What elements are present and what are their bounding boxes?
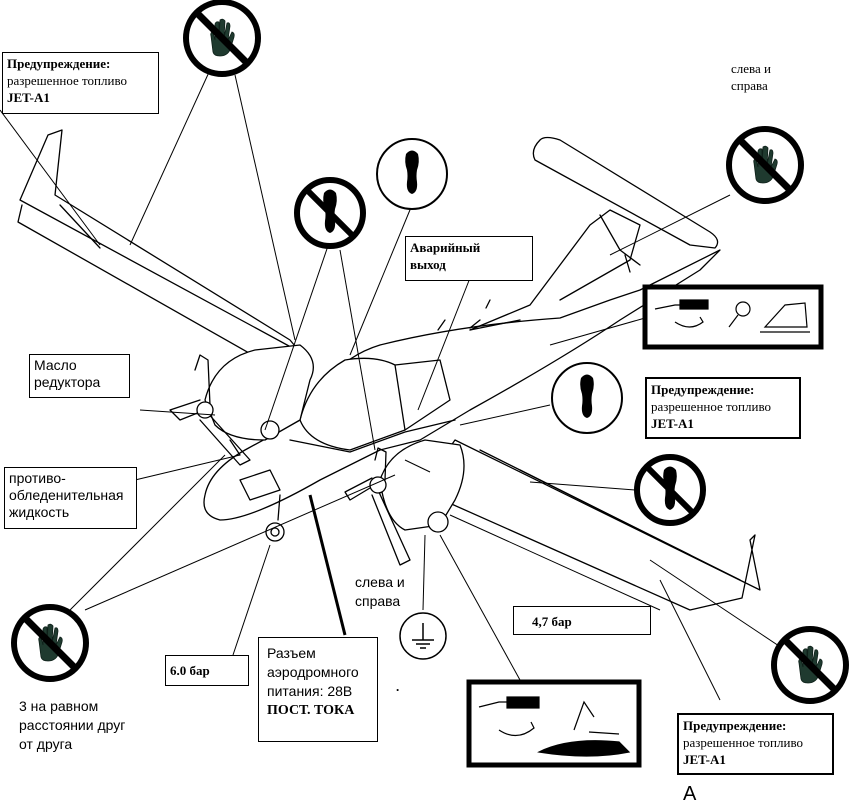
no-step-hand-icon [771, 626, 849, 704]
emergency-exit-line: Аварийный [410, 240, 481, 255]
fuel-warning-fuel: JET-A1 [683, 752, 726, 767]
equal-distance-line: от друга [19, 736, 73, 752]
canopy-procedure-icon [466, 679, 642, 768]
equal-distance-label: 3 на равном расстоянии друг от друга [19, 697, 125, 754]
t-tail [532, 136, 719, 273]
both-sides-line: справа [731, 78, 768, 93]
both-sides-line: слева и [355, 574, 405, 590]
step-here-foot-icon [551, 362, 623, 434]
both-sides-label: слева и справа [731, 60, 771, 94]
no-step-foot-icon [294, 177, 366, 249]
fuel-warning-box: Предупреждение: разрешенное топливо JET-… [677, 713, 834, 775]
fuel-warning-line: разрешенное топливо [651, 399, 772, 414]
main-tire-pressure: 4,7 бар [532, 614, 572, 629]
ground-power-line: аэродромного [267, 664, 359, 680]
fuel-warning-line: разрешенное топливо [683, 735, 804, 750]
nose-tire-pressure: 6.0 бар [170, 663, 210, 678]
deice-fluid-box: противо- обледенительная жидкость [4, 467, 137, 529]
fuel-warning-fuel: JET-A1 [7, 90, 50, 105]
emergency-exit-box: Аварийный выход [405, 236, 533, 281]
ground-power-line: питания: 28В [267, 683, 353, 699]
no-step-hand-icon [726, 126, 804, 204]
both-sides-line: справа [355, 593, 401, 609]
exit-marks [437, 299, 491, 331]
deice-fluid-line: жидкость [9, 504, 70, 520]
ground-power-line: Разъем [267, 645, 316, 661]
fuel-warning-title: Предупреждение: [651, 382, 755, 397]
right-wing [419, 439, 761, 611]
gear-oil-box: Масло редуктора [29, 354, 130, 398]
canopy-procedure-icon [642, 284, 824, 350]
no-step-hand-icon [183, 0, 261, 77]
step-here-foot-icon [376, 138, 448, 210]
fuel-warning-box: Предупреждение: разрешенное топливо JET-… [645, 377, 801, 439]
leader-lines [0, 69, 801, 701]
fuselage [203, 209, 721, 521]
no-step-foot-icon [634, 454, 706, 526]
fuel-warning-fuel: JET-A1 [651, 416, 694, 431]
corner-letter: A [683, 783, 697, 805]
fuel-warning-title: Предупреждение: [683, 718, 787, 733]
right-engine [344, 439, 465, 566]
both-sides-line: слева и [731, 61, 771, 76]
deice-fluid-line: обледенительная [9, 487, 124, 503]
left-wing [17, 129, 301, 363]
fuel-warning-line: разрешенное топливо [7, 73, 128, 88]
gear-oil-line: Масло [34, 357, 77, 373]
ground-symbol-icon [399, 612, 447, 660]
emergency-exit-line: выход [410, 257, 446, 272]
deice-fluid-line: противо- [9, 470, 66, 486]
equal-distance-line: расстоянии друг [19, 717, 126, 733]
ground-power-line: ПОСТ. ТОКА [267, 703, 355, 718]
nose-tire-pressure-box: 6.0 бар [165, 655, 249, 686]
gear-oil-line: редуктора [34, 374, 101, 390]
equal-distance-line: 3 на равном [19, 698, 99, 714]
nose-gear [265, 494, 285, 542]
nose-panel [239, 469, 281, 501]
no-step-hand-icon [11, 604, 89, 682]
ground-power-box: Разъем аэродромного питания: 28В ПОСТ. Т… [258, 637, 378, 742]
both-sides-label: слева и справа [355, 573, 405, 611]
ground-power-leader [308, 494, 347, 636]
fuel-warning-title: Предупреждение: [7, 56, 111, 71]
fuel-warning-box: Предупреждение: разрешенное топливо JET-… [2, 52, 159, 114]
stray-dot: . [396, 679, 400, 694]
main-tire-pressure-box: 4,7 бар [513, 606, 651, 635]
